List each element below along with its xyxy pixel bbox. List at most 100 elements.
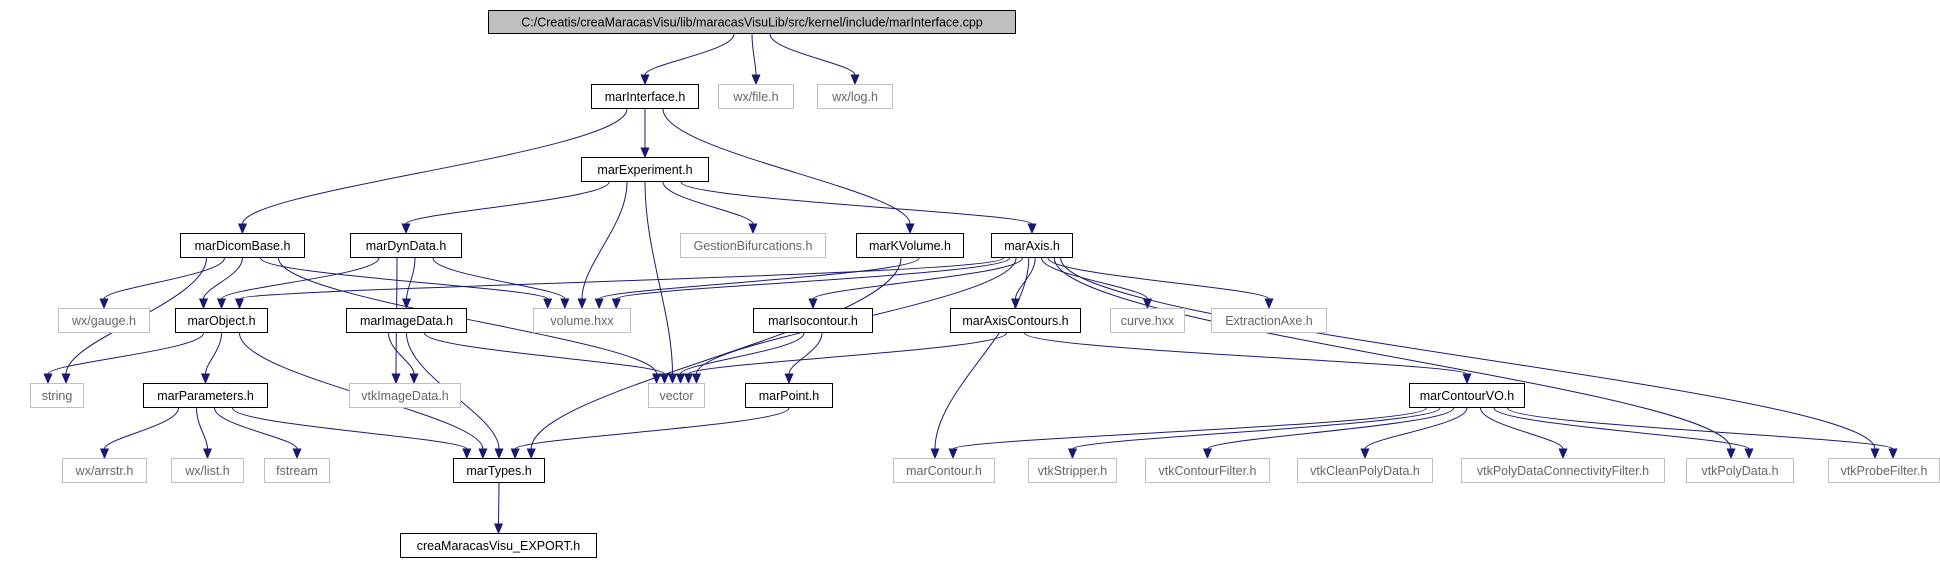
node-box — [718, 84, 794, 109]
node-box — [591, 84, 699, 109]
node-marexperiment-h[interactable]: marExperiment.h — [581, 157, 709, 182]
edge-arrowhead — [930, 448, 940, 460]
edge-arrowhead — [543, 298, 553, 310]
node-marinterface-h[interactable]: marInterface.h — [591, 84, 699, 109]
edge-arrowhead — [905, 223, 915, 235]
edge-line — [1060, 257, 1876, 450]
edge-arrowhead — [683, 373, 694, 385]
edge-arrowhead — [237, 223, 248, 235]
edge-line — [278, 257, 658, 375]
edge-arrowhead — [691, 373, 702, 385]
node-label: fstream — [276, 464, 318, 478]
edge-line — [680, 181, 1033, 225]
edge-marisocontour-h-to-vector — [675, 332, 805, 385]
node-maraxis-h[interactable]: marAxis.h — [991, 233, 1073, 258]
edge-line — [598, 257, 920, 300]
node-label: vtkStripper.h — [1038, 464, 1108, 478]
edge-arrowhead — [675, 373, 686, 385]
node-wx-log-h: wx/log.h — [817, 84, 893, 109]
edge-marimagedata-h-to-vtkimagedata-h — [388, 332, 419, 385]
edge-line — [687, 332, 1007, 375]
node-box — [1461, 458, 1665, 483]
edge-maraxiscontours-h-to-vector — [683, 332, 1007, 385]
edge-maraxis-h-to-maraxiscontours-h — [1010, 257, 1036, 310]
node-box — [753, 308, 873, 333]
edge-line — [232, 407, 468, 450]
edge-line — [644, 181, 674, 375]
node-martypes-h[interactable]: marTypes.h — [453, 458, 545, 483]
nodes-layer: C:/Creatis/creaMaracasVisu/lib/maracasVi… — [30, 10, 1940, 558]
node-creamaracasvisu-export-h[interactable]: creaMaracasVisu_EXPORT.h — [400, 533, 597, 558]
node-box — [58, 308, 150, 333]
edge-arrowhead — [216, 298, 227, 310]
edge-maraxis-h-to-volume-hxx — [611, 257, 1011, 310]
node-label: marIsocontour.h — [768, 314, 858, 328]
node-mardyndata-h[interactable]: marDynData.h — [350, 233, 462, 258]
node-label: marContourVO.h — [1420, 389, 1515, 403]
edge-line — [388, 332, 415, 375]
edge-arrowhead — [200, 373, 211, 385]
edge-arrowhead — [1870, 448, 1880, 460]
node-label: marObject.h — [187, 314, 255, 328]
edge-marimagedata-h-to-vector — [424, 332, 670, 385]
node-box — [1409, 383, 1525, 408]
node-marcontourvo-h[interactable]: marContourVO.h — [1409, 383, 1525, 408]
edge-line — [751, 33, 757, 76]
edge-line — [242, 108, 628, 225]
node-vtkimagedata-h: vtkImageData.h — [349, 383, 461, 408]
node-marimagedata-h[interactable]: marImageData.h — [346, 308, 467, 333]
node-wx-file-h: wx/file.h — [718, 84, 794, 109]
edge-line — [644, 33, 735, 76]
edge-marexperiment-h-to-gestionbifurcations-h — [662, 181, 758, 235]
edge-maraxiscontours-h-to-marcontourvo-h — [1024, 332, 1472, 385]
edge-arrowhead — [494, 448, 504, 460]
edge-marcontourvo-h-to-marcontour-h — [948, 407, 1427, 460]
node-wx-list-h: wx/list.h — [171, 458, 244, 483]
node-label: marDicomBase.h — [195, 239, 291, 253]
edge-arrowhead — [1027, 223, 1037, 235]
edge-mardyndata-h-to-marobject-h — [216, 257, 380, 310]
edge-arrowhead — [493, 523, 504, 535]
node-label: vtkContourFilter.h — [1159, 464, 1257, 478]
edge-marparameters-h-to-wx-arrstr-h — [99, 407, 179, 460]
edge-line — [424, 332, 666, 375]
edge-line — [1072, 407, 1441, 450]
node-marobject-h[interactable]: marObject.h — [175, 308, 268, 333]
node-mardicombase-h[interactable]: marDicomBase.h — [180, 233, 305, 258]
node-marisocontour-h[interactable]: marIsocontour.h — [753, 308, 873, 333]
edge-arrowhead — [510, 448, 520, 460]
edge-arrowhead — [1067, 448, 1078, 460]
node-marparameters-h[interactable]: marParameters.h — [143, 383, 268, 408]
node-label: wx/log.h — [831, 90, 878, 104]
edge-marparameters-h-to-martypes-h — [232, 407, 472, 460]
node-vtkcleanpolydata-h: vtkCleanPolyData.h — [1297, 458, 1433, 483]
edge-marinterface-h-to-mardicombase-h — [237, 108, 628, 235]
node-box — [1211, 308, 1327, 333]
edge-line — [239, 257, 1004, 300]
edge-arrowhead — [784, 373, 794, 385]
node-root[interactable]: C:/Creatis/creaMaracasVisu/lib/maracasVi… — [488, 10, 1016, 34]
edge-marparameters-h-to-wx-list-h — [196, 407, 213, 460]
edge-arrowhead — [391, 373, 401, 385]
node-wx-arrstr-h: wx/arrstr.h — [62, 458, 147, 483]
edge-marcontourvo-h-to-vtkcleanpolydata-h — [1360, 407, 1468, 460]
node-box — [745, 383, 833, 408]
edge-marcontourvo-h-to-vtkpolydata-h — [1493, 407, 1754, 460]
node-marpoint-h[interactable]: marPoint.h — [745, 383, 833, 408]
edge-arrowhead — [401, 298, 412, 310]
edge-root-to-wx-log-h — [769, 33, 860, 86]
edge-mardicombase-h-to-marobject-h — [198, 257, 243, 310]
edge-line — [952, 407, 1427, 450]
edge-marexperiment-h-to-vector — [644, 181, 678, 385]
node-maraxiscontours-h[interactable]: marAxisContours.h — [950, 308, 1081, 333]
edge-marcontourvo-h-to-vtkprobefilter-h — [1507, 407, 1898, 460]
node-box — [1686, 458, 1794, 483]
edge-marcontourvo-h-to-vtkstripper-h — [1067, 407, 1441, 460]
node-box — [1297, 458, 1433, 483]
edge-arrowhead — [198, 298, 209, 310]
edge-marpoint-h-to-martypes-h — [510, 407, 790, 460]
edge-line — [1015, 257, 1036, 300]
edge-arrowhead — [1360, 448, 1370, 460]
node-markvolume-h[interactable]: marKVolume.h — [856, 233, 964, 258]
